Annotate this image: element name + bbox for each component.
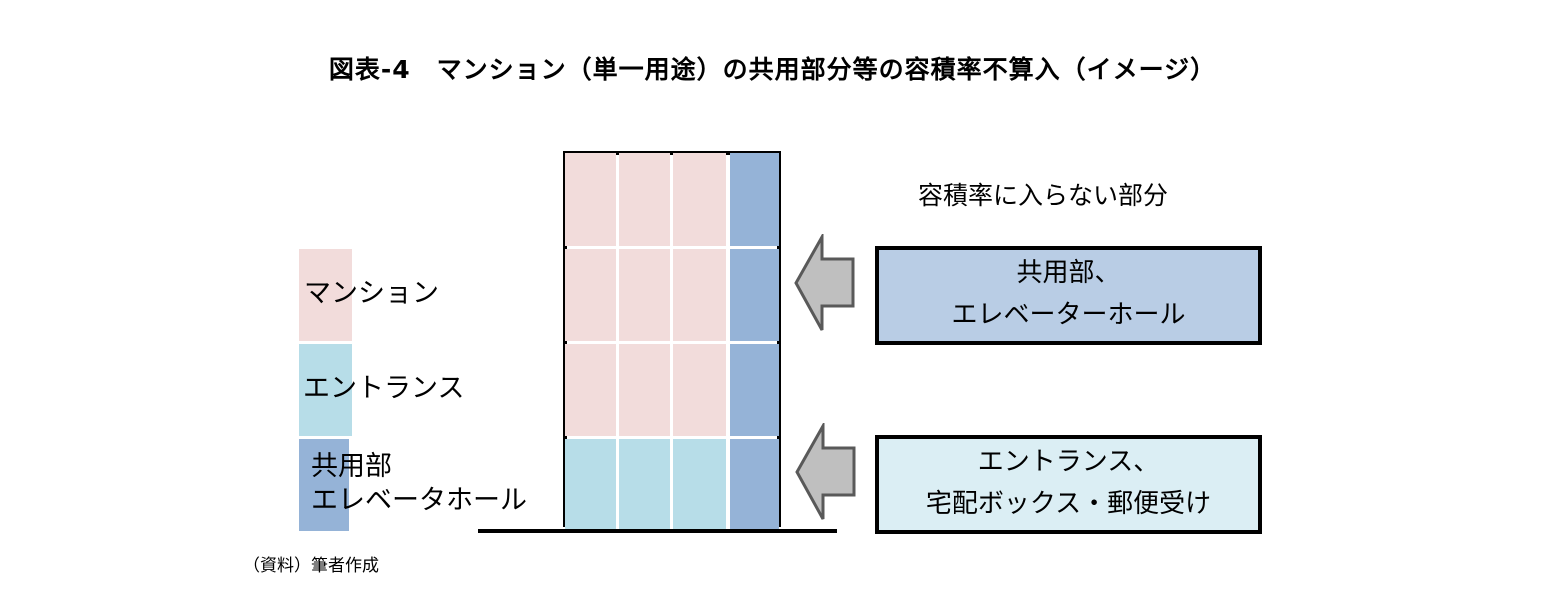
building-cell-entrance bbox=[565, 439, 616, 531]
arrow-left-icon bbox=[794, 234, 855, 331]
building-cell-mansion bbox=[619, 249, 670, 341]
box-entrance-mailbox: エントランス、 宅配ボックス・郵便受け bbox=[875, 435, 1262, 534]
legend-label-mansion: マンション bbox=[304, 278, 439, 309]
building-cell-common bbox=[730, 439, 779, 531]
legend-swatch-mansion bbox=[299, 249, 352, 341]
building-cell-entrance bbox=[619, 439, 670, 531]
building bbox=[563, 151, 781, 531]
legend-label-common-2: エレベータホール bbox=[311, 485, 527, 516]
building-cell-mansion bbox=[673, 249, 726, 341]
building-cell-mansion bbox=[673, 153, 726, 246]
legend-swatch-entrance bbox=[299, 344, 352, 436]
legend-label-entrance: エントランス bbox=[303, 373, 465, 404]
box-common-elevator: 共用部、 エレベーターホール bbox=[875, 246, 1262, 345]
box-line: エントランス、 bbox=[977, 447, 1160, 477]
legend-label-common-1: 共用部 bbox=[311, 451, 392, 482]
box-line: 共用部、 bbox=[1016, 258, 1121, 288]
building-cell-mansion bbox=[565, 153, 616, 246]
building-cell-mansion bbox=[619, 344, 670, 436]
legend-swatch-common bbox=[299, 439, 349, 531]
figure-title: 図表-4 マンション（単一用途）の共用部分等の容積率不算入（イメージ） bbox=[328, 55, 1217, 84]
building-cell-mansion bbox=[565, 249, 616, 341]
building-cell-common bbox=[730, 153, 779, 246]
building-cell-entrance bbox=[673, 439, 726, 531]
arrow-left-icon bbox=[795, 423, 856, 520]
building-cell-common bbox=[730, 249, 779, 341]
box-line: 宅配ボックス・郵便受け bbox=[925, 489, 1212, 519]
building-cell-common bbox=[730, 344, 779, 436]
ground-line bbox=[478, 529, 837, 533]
building-cell-mansion bbox=[619, 153, 670, 246]
building-cell-mansion bbox=[673, 344, 726, 436]
source-note: （資料）筆者作成 bbox=[243, 556, 379, 576]
building-cell-mansion bbox=[565, 344, 616, 436]
excluded-heading: 容積率に入らない部分 bbox=[918, 181, 1169, 210]
box-line: エレベーターホール bbox=[951, 300, 1186, 330]
